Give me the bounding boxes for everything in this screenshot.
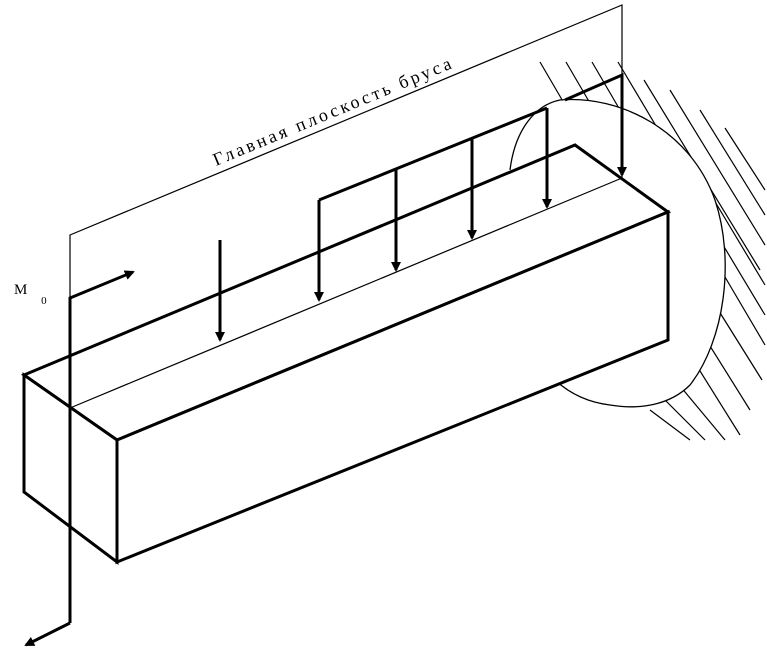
distributed-load [314, 106, 552, 302]
moment-label: M 0 [14, 282, 47, 307]
moment-vector [24, 270, 135, 647]
moment-label-main: M [14, 282, 27, 298]
point-load-arrow-2 [564, 72, 627, 177]
plane-label: Главная плоскость бруса [210, 52, 457, 170]
plane-trace-line [69, 177, 623, 409]
moment-label-subscript: 0 [41, 295, 47, 307]
